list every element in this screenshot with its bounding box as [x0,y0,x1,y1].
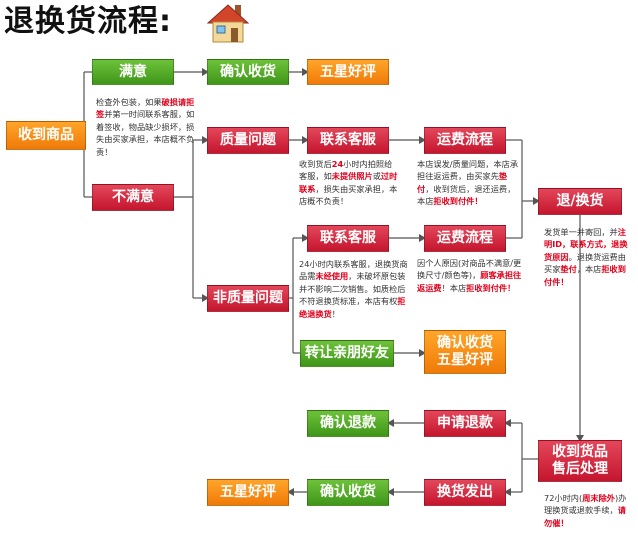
note-quality-cs: 收到货后24小时内拍照给客服，如未提供照片或过时联系，损失由买家承担，本店概不负… [299,158,399,208]
node-contact-cs-2: 联系客服 [307,225,389,252]
highlight-text: 拒绝退换货 [299,296,406,319]
highlight-text: 顾客承担往返运费 [417,270,522,293]
note-text: )办理换货或退款手续， [544,493,627,516]
highlight-text: 拒收到付件！ [433,196,483,207]
note-text: 或 [372,171,381,182]
note-nonquality-cs: 24小时内联系客服，退换货商品需未经使用，未破坏原包装并不影响二次销售。如质检后… [299,258,409,320]
note-text: 72小时内( [544,493,583,503]
note-text: 检查外包装，如果 [96,97,162,107]
node-confirm-five-star-line2: 五星好评 [437,352,493,368]
highlight-text: 周末除外 [582,493,615,503]
highlight-text: 垫付 [417,171,508,194]
note-text: ，损失由买家承担，本店概不负责！ [299,183,398,207]
highlight-text: 注明ID，联系方式，退换货原因 [544,227,628,262]
node-unsatisfied: 不满意 [92,184,174,211]
highlight-text: 请拒签 [96,97,195,120]
highlight-text: 拒收到付件！ [544,264,626,287]
highlight-text: 24 [331,159,344,169]
node-five-star-2: 五星好评 [207,479,289,506]
note-text: 24小时内联系客服，退换货商品需 [299,259,408,282]
note-text: 因个人原因(对商品不满意/更换尺寸/颜色等)， [417,258,522,281]
note-quality-shipping: 本店误发/质量问题，本店承担往返运费，由买家先垫付，收到货后，退还运费，本店拒收… [417,158,521,208]
highlight-text: 过时联系 [299,171,398,194]
node-received-goods-line1: 收到货品 [552,444,608,460]
node-exchange-shipped: 换货发出 [424,479,506,506]
note-text: 小时内拍照给客服，如 [299,159,393,182]
note-check-package: 检查外包装，如果破损请拒签并第一时间联系客服，如着签收，物品缺少损坏，损失由买家… [96,96,198,158]
node-confirm-five-star: 确认收货 五星好评 [424,330,506,374]
node-confirm-receipt-2: 确认收货 [307,479,389,506]
note-text: ，收到货后，退还运费，本店 [417,183,516,207]
node-contact-cs-1: 联系客服 [307,127,389,154]
note-text: 本店误发/质量问题，本店承担往返运费，由买家先 [417,159,519,182]
note-text: ，未破坏原包装并不影响二次销售。如质检后不符退换货标准，本店有权 [299,271,406,307]
note-text: 发货单一并寄回，并 [544,227,618,237]
node-transfer-friend: 转让亲朋好友 [300,340,394,367]
note-text: ！本店 [441,282,467,293]
node-satisfied: 满意 [92,59,174,85]
node-received: 收到商品 [6,121,86,150]
node-shipping-flow-1: 运费流程 [424,127,506,154]
house-icon [206,4,250,43]
node-received-goods-line2: 售后处理 [552,461,608,477]
note-text: 收到货后 [299,159,332,169]
page-title: 退换货流程: [4,4,172,39]
highlight-text: 未提供照片 [331,171,373,182]
note-text: 。退换货运费由买家 [544,251,626,275]
note-nonquality-shipping: 因个人原因(对商品不满意/更换尺寸/颜色等)，顾客承担往返运费！本店拒收到付件！ [417,257,529,294]
node-apply-refund: 申请退款 [424,410,506,437]
node-confirm-refund: 确认退款 [307,410,389,437]
highlight-text: 请勿催！ [544,505,626,528]
note-text: ，本店 [576,264,602,275]
node-received-goods: 收到货品 售后处理 [538,440,622,482]
note-text: ！ [331,308,340,319]
node-shipping-flow-2: 运费流程 [424,225,506,252]
node-quality-issue: 质量问题 [207,127,289,154]
note-text: 并第一时间联系客服，如着签收，物品缺少损坏，损失由买家承担，本店概不负责！ [96,109,195,157]
node-return-exchange: 退/换货 [538,188,622,215]
node-five-star-1: 五星好评 [307,59,389,85]
note-return: 发货单一并寄回，并注明ID，联系方式，退换货原因。退换货运费由买家垫付，本店拒收… [544,226,632,288]
node-non-quality-issue: 非质量问题 [207,285,289,312]
note-process: 72小时内(周末除外)办理换货或退款手续，请勿催！ [544,492,632,529]
node-confirm-receipt-1: 确认收货 [207,59,289,85]
highlight-text: 拒收到付件！ [466,282,516,293]
highlight-text: 未经使用 [315,271,349,282]
node-confirm-five-star-line1: 确认收货 [437,335,493,351]
highlight-text: 破损 [161,97,178,107]
highlight-text: 垫付 [560,264,577,275]
